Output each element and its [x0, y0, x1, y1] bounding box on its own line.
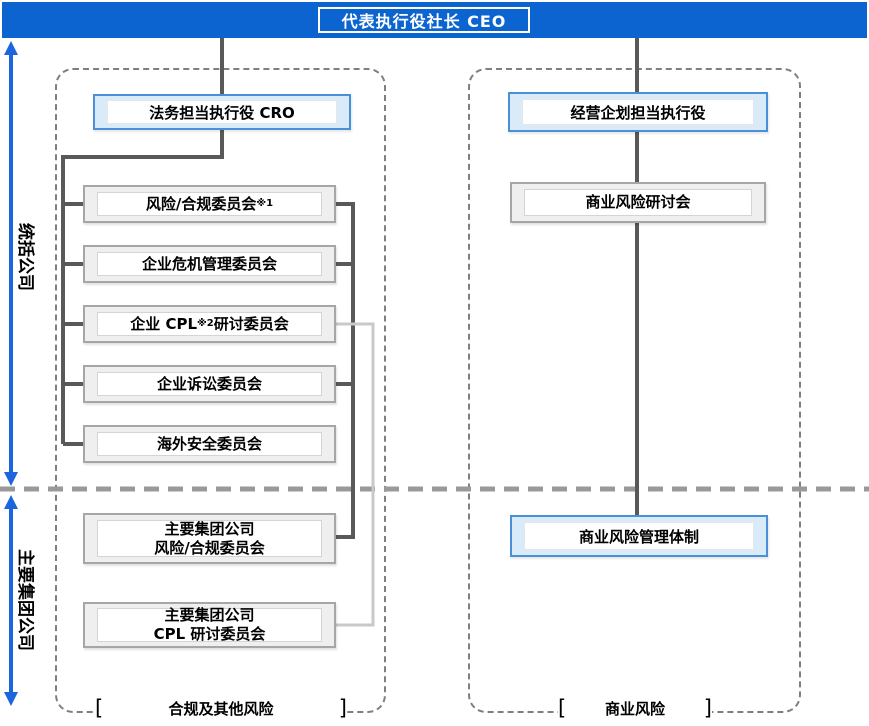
- ceo-title-label: 代表执行役社长 CEO: [341, 12, 507, 31]
- committee-box-risk-compliance: 风险/合规委员会※1: [83, 185, 336, 223]
- committee-label: 海外安全委员会: [156, 434, 262, 453]
- open-bracket: [: [95, 695, 104, 720]
- committee-box-litigation: 企业诉讼委员会: [83, 365, 336, 403]
- committee-box-cpl-study: 企业 CPL※2 研讨委员会: [83, 305, 336, 343]
- business-risk-system-box: 商业风险管理体制: [510, 515, 768, 557]
- close-bracket: ]: [338, 695, 347, 720]
- footer-compliance-text: 合规及其他风险: [168, 699, 274, 718]
- holding-company-arrow: [4, 41, 18, 486]
- group-committee-line1: 主要集团公司: [164, 606, 255, 625]
- connector-cpl-trunk: [336, 322, 375, 627]
- footer-label-compliance: [ 合规及其他风险 ]: [95, 694, 347, 722]
- business-planning-executive-label: 经营企划担当执行役: [570, 103, 706, 122]
- axis-label-holding-company: 统括公司: [15, 223, 36, 291]
- group-committee-line2: 风险/合规委员会: [154, 538, 265, 557]
- group-committee-line2: CPL 研讨委员会: [153, 625, 266, 643]
- axis-label-group-companies: 主要集团公司: [15, 549, 36, 651]
- close-bracket: ]: [703, 695, 712, 720]
- cro-executive-label: 法务担当执行役 CRO: [149, 103, 295, 122]
- connector-risk-compliance-trunk: [336, 202, 355, 539]
- group-committee-box-cpl: 主要集团公司 CPL 研讨委员会: [83, 602, 336, 648]
- connector-risk-compliance-stubs: [336, 262, 353, 386]
- committee-label: 企业危机管理委员会: [141, 254, 277, 273]
- business-risk-study-box: 商业风险研讨会: [510, 182, 766, 223]
- committee-label-tail: 研讨委员会: [213, 314, 289, 333]
- connector-cro-trunk: [61, 130, 224, 444]
- business-risk-study-label: 商业风险研讨会: [585, 193, 691, 212]
- committee-label: 企业 CPL: [130, 314, 198, 333]
- cro-executive-box: 法务担当执行役 CRO: [93, 94, 351, 130]
- committee-label: 企业诉讼委员会: [156, 374, 262, 393]
- open-bracket: [: [558, 695, 567, 720]
- footer-business-risk-text: 商业风险: [604, 699, 665, 718]
- ceo-title-box: 代表执行役社长 CEO: [318, 7, 530, 33]
- group-committee-line1: 主要集团公司: [164, 519, 255, 538]
- committee-box-overseas-safety: 海外安全委员会: [83, 425, 336, 463]
- footer-label-business-risk: [ 商业风险 ]: [558, 694, 712, 722]
- connector-committee-stubs: [63, 202, 84, 446]
- business-risk-system-label: 商业风险管理体制: [578, 527, 699, 546]
- committee-label: 风险/合规委员会: [145, 194, 257, 213]
- business-planning-executive-box: 经营企划担当执行役: [508, 92, 768, 132]
- group-companies-arrow: [4, 495, 18, 706]
- committee-box-crisis-management: 企业危机管理委员会: [83, 245, 336, 283]
- group-committee-box-risk-compliance: 主要集团公司 风险/合规委员会: [83, 513, 336, 564]
